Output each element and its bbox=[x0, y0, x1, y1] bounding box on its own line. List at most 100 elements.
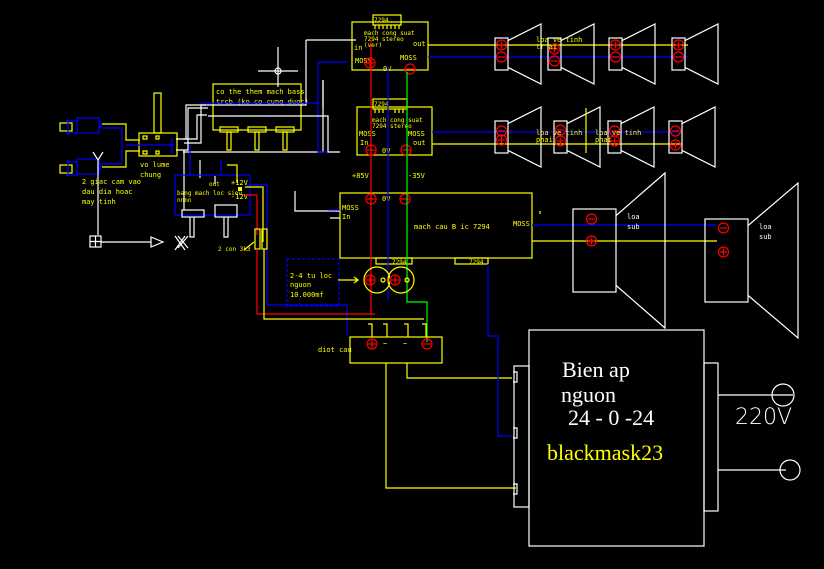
svg-text:2 con 3k3: 2 con 3k3 bbox=[218, 246, 251, 253]
svg-text:2-4 tu loc: 2-4 tu loc bbox=[290, 272, 332, 280]
grid-symbol bbox=[89, 235, 186, 251]
svg-text:~: ~ bbox=[383, 340, 387, 348]
speaker-top-1 bbox=[494, 23, 542, 85]
volume-pot[interactable]: vo lume chung bbox=[126, 92, 178, 179]
svg-text:out: out bbox=[209, 181, 220, 188]
speaker-sub-2 bbox=[704, 181, 799, 340]
minus-terminal-icon bbox=[554, 124, 567, 136]
plus-terminal-icon bbox=[609, 39, 622, 51]
transformer: Bien ap nguon 24 - 0 -24 blackmask23 220… bbox=[513, 329, 801, 547]
svg-text:7294: 7294 bbox=[374, 101, 389, 108]
minus-terminal-icon bbox=[669, 125, 682, 137]
svg-text:~: ~ bbox=[403, 340, 407, 348]
svg-text:Bien ap: Bien ap bbox=[562, 357, 630, 382]
svg-text:loa ve tinh: loa ve tinh bbox=[595, 129, 641, 137]
svg-text:loa: loa bbox=[759, 223, 772, 231]
speaker-top-2 bbox=[547, 23, 595, 85]
rail-negative bbox=[406, 72, 428, 342]
svg-text:0V: 0V bbox=[382, 195, 391, 203]
resistor-3k3: 2 con 3k3 bbox=[218, 228, 424, 320]
svg-text:out: out bbox=[413, 40, 426, 48]
svg-text:mach cau B ic 7294: mach cau B ic 7294 bbox=[414, 223, 490, 231]
jack-note: 2 giac cam vao dau dia hoac may tinh bbox=[82, 178, 141, 206]
svg-text:nguon: nguon bbox=[561, 382, 616, 407]
plus-terminal-icon bbox=[672, 39, 685, 51]
amp-top-board: 7294 mach cong suat 7294 stereo (ver) in… bbox=[351, 14, 429, 75]
plus-terminal-icon bbox=[495, 39, 508, 51]
svg-text:MOSS: MOSS bbox=[342, 204, 359, 212]
minus-terminal-icon bbox=[609, 51, 622, 63]
plus-terminal-icon bbox=[495, 134, 508, 146]
svg-text:loa: loa bbox=[627, 213, 640, 221]
minus-terminal-icon bbox=[717, 222, 730, 234]
plus-terminal-icon bbox=[548, 43, 561, 55]
mains-voltage-label: 220V bbox=[735, 405, 792, 430]
svg-text:sub: sub bbox=[627, 223, 640, 231]
svg-text:out: out bbox=[413, 139, 426, 147]
svg-text:7294: 7294 bbox=[469, 259, 484, 266]
svg-text:7294: 7294 bbox=[374, 17, 389, 24]
svg-text:sub: sub bbox=[759, 233, 772, 241]
svg-text:In: In bbox=[360, 139, 368, 147]
minus-terminal-icon bbox=[548, 55, 561, 67]
svg-text:diot cau: diot cau bbox=[318, 346, 352, 354]
minus-terminal-icon bbox=[495, 125, 508, 137]
volume-label: vo lume bbox=[140, 161, 170, 169]
svg-text:+85V: +85V bbox=[352, 172, 370, 180]
speaker-bot-4 bbox=[668, 106, 716, 168]
svg-text:-35V: -35V bbox=[408, 172, 426, 180]
bass-board: co the them mach bass trcb (ko co cung d… bbox=[212, 83, 309, 151]
plus-terminal-icon bbox=[717, 246, 730, 258]
svg-text:MOSS: MOSS bbox=[355, 57, 372, 65]
svg-text:0V: 0V bbox=[382, 147, 391, 155]
plus-terminal-icon bbox=[585, 235, 598, 247]
svg-text:mach cong suat: mach cong suat bbox=[372, 117, 423, 124]
amp-mid-board: 7294 mach cong suat 7294 stereo MOSS In … bbox=[352, 98, 433, 180]
speakers bbox=[494, 23, 799, 340]
svg-text:(ver): (ver) bbox=[364, 42, 382, 49]
svg-text:loa ve tinh: loa ve tinh bbox=[536, 129, 582, 137]
svg-text:7294 stereo: 7294 stereo bbox=[372, 123, 412, 130]
svg-text:MOSS: MOSS bbox=[408, 130, 425, 138]
svg-text:nnnn: nnnn bbox=[177, 197, 192, 204]
svg-text:7294: 7294 bbox=[392, 259, 407, 266]
minus-terminal-icon bbox=[608, 125, 621, 137]
minus-terminal-icon bbox=[495, 51, 508, 63]
amp-sub-board: MOSS In mach cau B ic 7294 MOSS 0V 7294 … bbox=[339, 192, 533, 266]
svg-text:MOSS: MOSS bbox=[359, 130, 376, 138]
speaker-bot-2 bbox=[553, 106, 601, 168]
svg-text:trcb (ko co cung duoc): trcb (ko co cung duoc) bbox=[216, 98, 309, 106]
svg-text:-12V: -12V bbox=[231, 193, 249, 201]
svg-text:In: In bbox=[342, 213, 350, 221]
svg-text:dau dia hoac: dau dia hoac bbox=[82, 188, 133, 196]
svg-text:in: in bbox=[354, 44, 362, 52]
speaker-bot-1 bbox=[494, 106, 542, 168]
author-label: blackmask23 bbox=[547, 440, 663, 465]
speaker-sub-1 bbox=[572, 171, 666, 330]
svg-text:7294 stereo: 7294 stereo bbox=[364, 36, 404, 43]
crosshair-marker bbox=[258, 47, 298, 87]
svg-text:phai: phai bbox=[595, 136, 612, 144]
svg-text:nguon: nguon bbox=[290, 281, 311, 289]
svg-text:tr ai: tr ai bbox=[536, 43, 557, 51]
svg-text:mach cong suat: mach cong suat bbox=[364, 30, 415, 37]
svg-text:may tinh: may tinh bbox=[82, 198, 116, 206]
input-jack-2 bbox=[59, 150, 140, 235]
svg-text:co the them mach bass: co the them mach bass bbox=[216, 88, 305, 96]
svg-text:24 - 0 -24: 24 - 0 -24 bbox=[568, 405, 654, 430]
diode-bridge: diot cau ~ ~ bbox=[318, 323, 516, 489]
filter-caps: 2-4 tu loc nguon 10.000mf bbox=[286, 258, 415, 307]
speaker-labels: loa ve tinh tr ai loa ve tinh phai loa v… bbox=[536, 36, 772, 241]
speaker-top-3 bbox=[608, 23, 656, 85]
svg-text:10.000mf: 10.000mf bbox=[290, 291, 324, 299]
minus-terminal-icon bbox=[585, 213, 598, 225]
svg-text:2 giac cam vao: 2 giac cam vao bbox=[82, 178, 141, 186]
minus-terminal-icon bbox=[672, 51, 685, 63]
svg-text:phai: phai bbox=[536, 136, 553, 144]
input-jack-1 bbox=[59, 117, 140, 163]
svg-text:+12V: +12V bbox=[231, 179, 249, 187]
tone-board: bang mach loc sieu nnnn out +12V -12V bbox=[174, 174, 251, 249]
svg-text:MOSS: MOSS bbox=[400, 54, 417, 62]
speaker-top-4 bbox=[671, 23, 719, 85]
